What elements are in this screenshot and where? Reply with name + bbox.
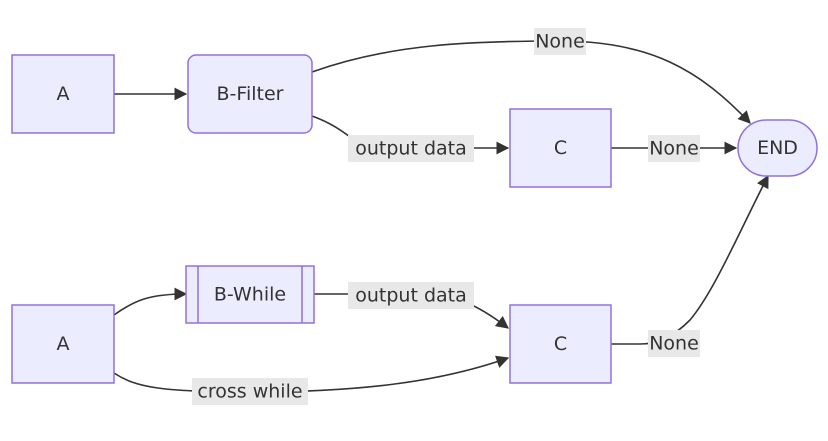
node-b-filter: B-Filter — [187, 54, 313, 134]
edge-label-b-filter-to-end: None — [534, 28, 586, 55]
edge-label-text: None — [649, 333, 699, 355]
node-a-top: A — [11, 54, 115, 134]
edge-c-bottom-to-end — [611, 174, 769, 345]
node-end: END — [737, 119, 818, 177]
edge-label-b-while-to-c: output data — [348, 282, 474, 309]
node-c-top: C — [509, 108, 612, 188]
edge-label-text: output data — [355, 138, 467, 160]
edge-label-text: output data — [355, 285, 467, 307]
node-label: END — [757, 137, 798, 159]
edge-label-b-filter-to-c: output data — [348, 135, 474, 162]
edge-label-c-top-to-end: None — [648, 135, 700, 162]
node-a-bottom: A — [11, 304, 115, 384]
node-c-bottom: C — [509, 304, 612, 384]
node-label: C — [554, 333, 567, 355]
edge-label-text: cross while — [197, 381, 302, 403]
node-label: C — [554, 137, 567, 159]
node-b-while: B-While — [185, 265, 315, 324]
node-label: A — [57, 83, 70, 105]
node-label: B-Filter — [217, 83, 284, 105]
edge-a-bottom-to-c-bottom — [113, 355, 510, 393]
edge-a-bottom-to-b-while — [113, 287, 188, 316]
node-label: B-While — [214, 284, 286, 306]
edge-label-text: None — [535, 31, 585, 53]
edge-label-text: None — [649, 138, 699, 160]
node-label: A — [57, 333, 70, 355]
edge-label-c-bottom-to-end: None — [648, 330, 700, 357]
edge-label-a-to-c-bottom: cross while — [192, 378, 308, 405]
